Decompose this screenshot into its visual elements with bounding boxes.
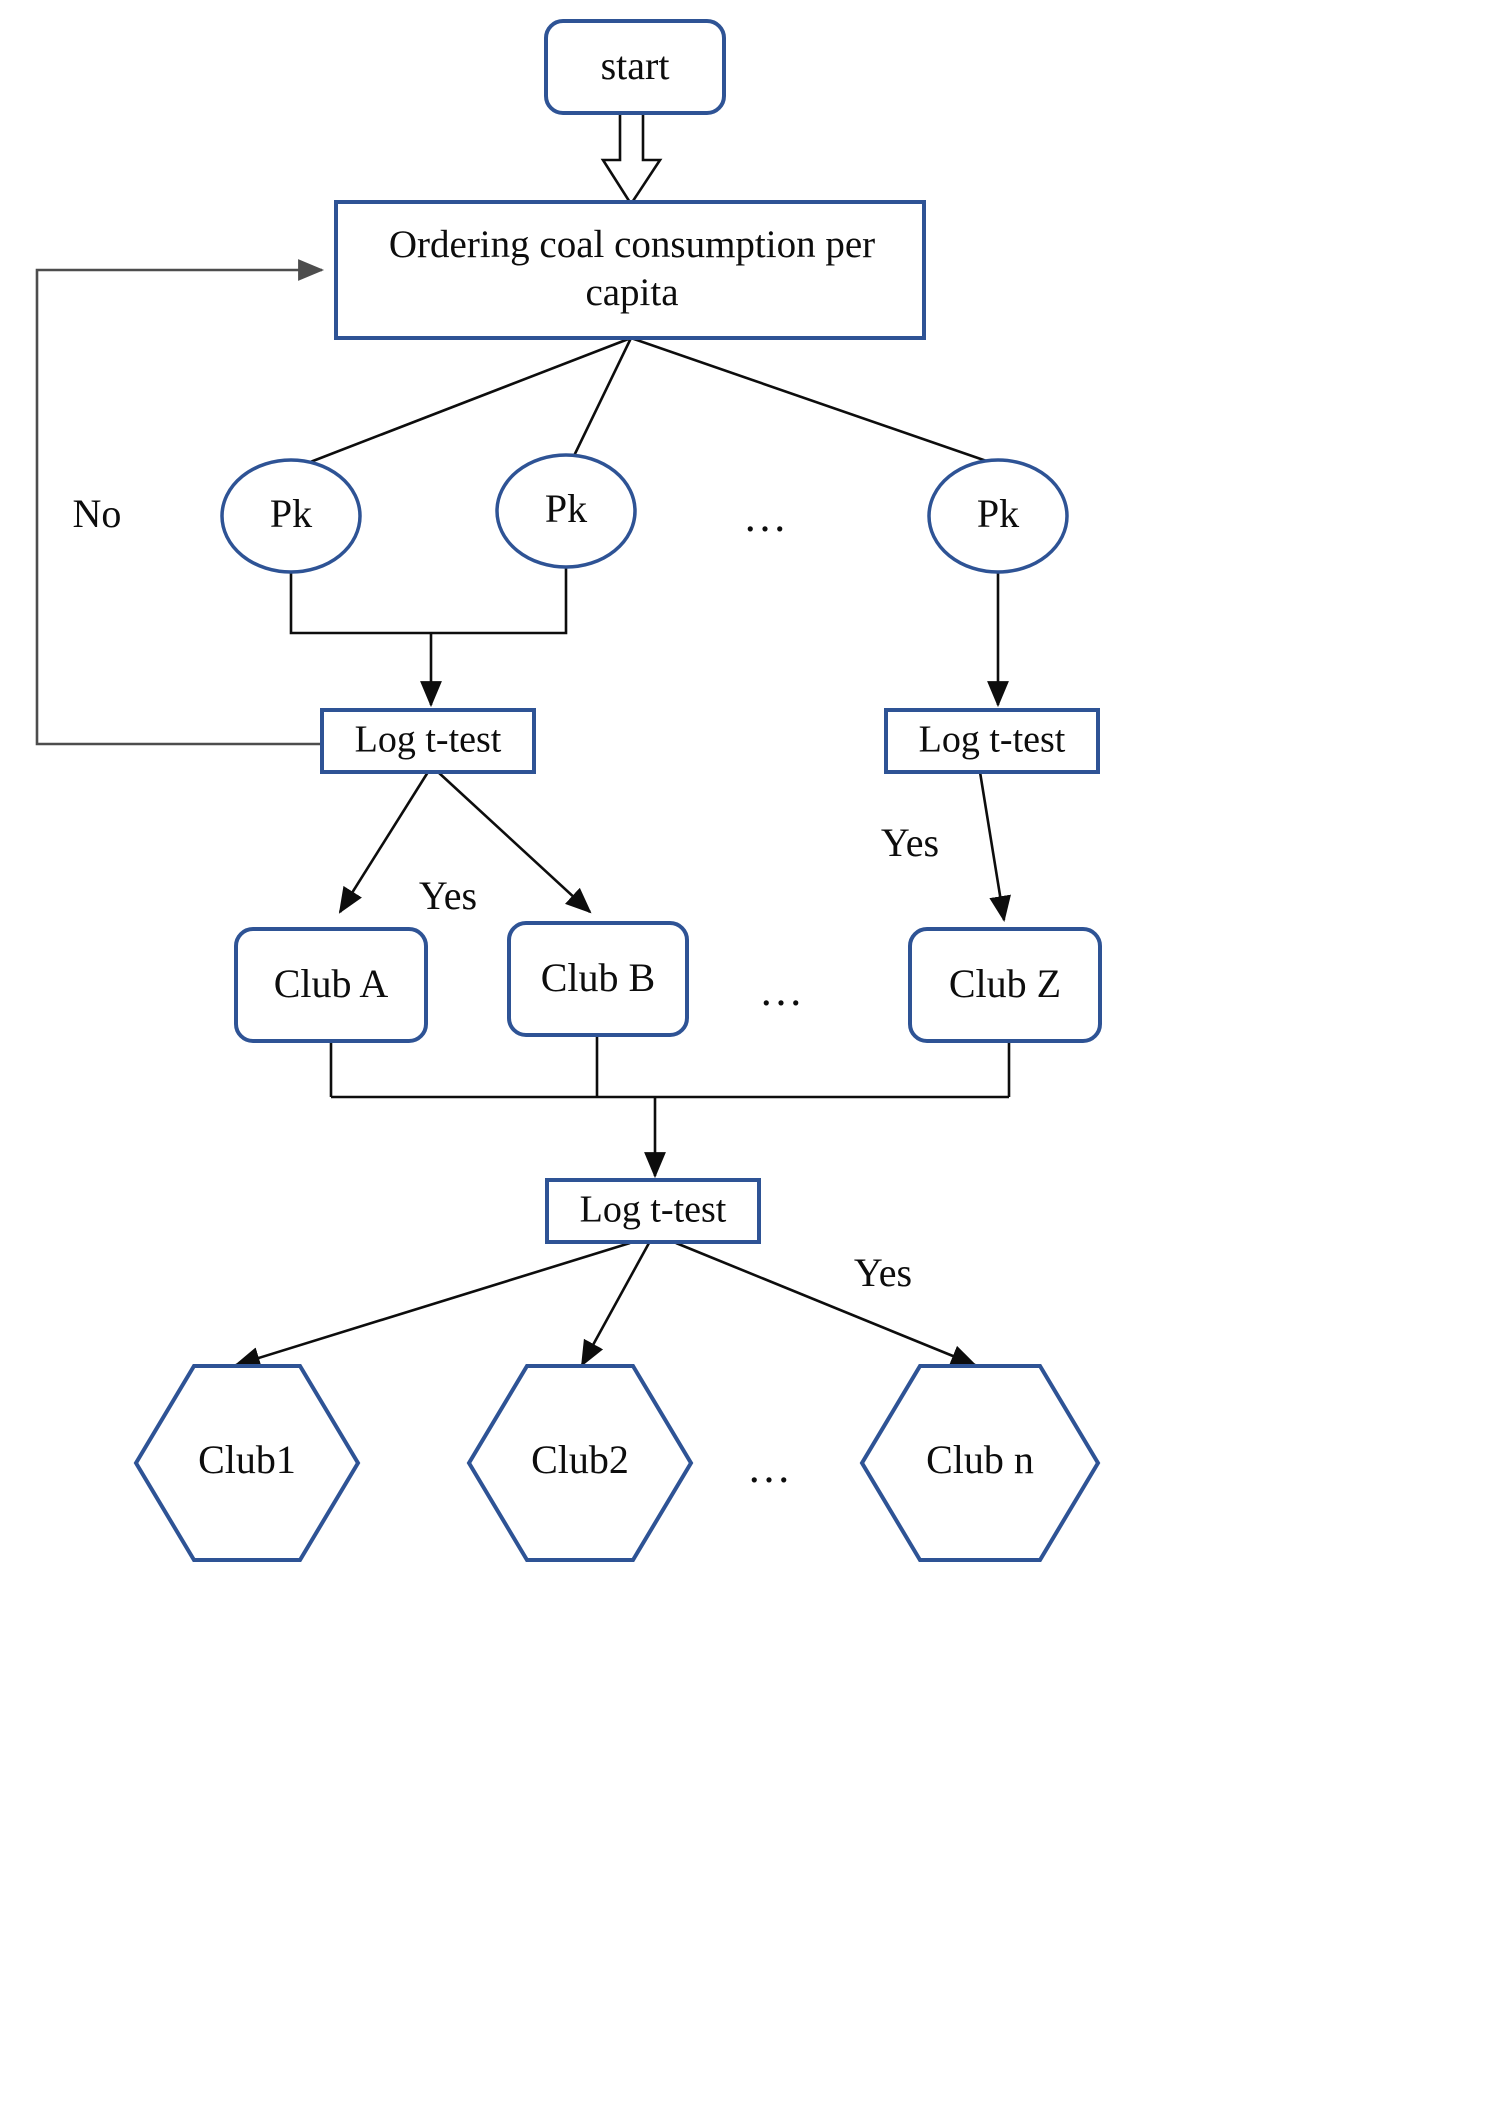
edge-label-yes-right: Yes xyxy=(881,820,939,865)
edge-ordering-to-pk3 xyxy=(630,336,1002,468)
node-club-1[interactable]: Club1 xyxy=(133,1364,361,1562)
edge-ordering-to-pk1 xyxy=(299,336,632,468)
club-final-row-ellipsis: … xyxy=(747,1443,793,1492)
edge-pk1-to-logttest-left xyxy=(289,566,431,635)
node-start[interactable]: start xyxy=(544,19,726,115)
edge-logttest-bottom-to-club1 xyxy=(234,1241,631,1369)
node-pk-3-label: Pk xyxy=(977,491,1019,536)
node-start-label: start xyxy=(601,43,670,88)
club-row-ellipsis: … xyxy=(759,966,805,1015)
edge-logttest-left-to-club-a xyxy=(338,771,430,914)
node-ordering[interactable]: Ordering coal consumption per capita xyxy=(334,200,926,340)
node-log-t-test-right-label: Log t-test xyxy=(919,719,1066,761)
node-club-b-label: Club B xyxy=(541,955,655,1000)
pk-row-ellipsis: … xyxy=(743,492,789,541)
node-club-2-label: Club2 xyxy=(531,1437,629,1482)
node-club-z-label: Club Z xyxy=(949,961,1061,1006)
node-ordering-label-line2: capita xyxy=(585,271,678,314)
node-club-n-label: Club n xyxy=(926,1437,1034,1482)
edge-label-no: No xyxy=(73,491,122,536)
edge-label-yes-bottom: Yes xyxy=(854,1250,912,1295)
node-pk-3[interactable]: Pk xyxy=(927,458,1069,574)
node-club-a-label: Club A xyxy=(274,961,389,1006)
node-pk-2[interactable]: Pk xyxy=(495,453,637,569)
node-club-a[interactable]: Club A xyxy=(234,927,428,1043)
node-club-1-label: Club1 xyxy=(198,1437,296,1482)
node-club-2[interactable]: Club2 xyxy=(466,1364,694,1562)
edge-pk2-to-logttest-left xyxy=(431,562,568,635)
node-pk-1[interactable]: Pk xyxy=(220,458,362,574)
node-club-b[interactable]: Club B xyxy=(507,921,689,1037)
node-pk-1-label: Pk xyxy=(270,491,312,536)
node-pk-2-label: Pk xyxy=(545,486,587,531)
node-log-t-test-left-label: Log t-test xyxy=(355,719,502,761)
edge-start-to-ordering xyxy=(600,111,663,207)
edge-logttest-left-to-ordering-no xyxy=(35,259,325,746)
node-log-t-test-bottom-label: Log t-test xyxy=(580,1189,727,1231)
edge-logttest-bottom-to-club2 xyxy=(580,1242,651,1367)
edge-logttest-left-to-club-b xyxy=(437,771,592,914)
edge-label-yes-left: Yes xyxy=(419,873,477,918)
edge-logttest-bottom-to-clubn xyxy=(675,1241,977,1367)
edge-ordering-to-pk2 xyxy=(570,337,633,461)
node-log-t-test-left[interactable]: Log t-test xyxy=(320,708,536,774)
node-log-t-test-bottom[interactable]: Log t-test xyxy=(545,1178,761,1244)
node-club-z[interactable]: Club Z xyxy=(908,927,1102,1043)
node-ordering-label-line1: Ordering coal consumption per xyxy=(389,223,875,266)
node-club-n[interactable]: Club n xyxy=(859,1364,1101,1562)
edge-logttest-right-to-club-z xyxy=(978,771,1011,923)
node-log-t-test-right[interactable]: Log t-test xyxy=(884,708,1100,774)
